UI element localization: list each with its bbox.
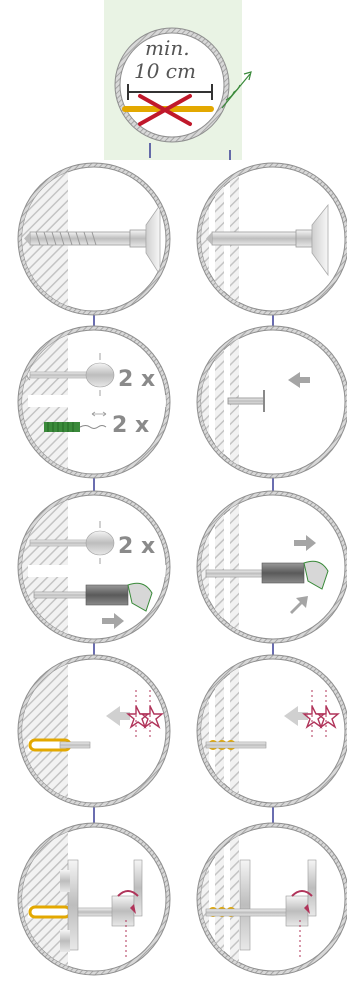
fix-solid-step xyxy=(18,819,170,979)
drill-hollow-step xyxy=(197,160,347,320)
inject-solid-step: 2 x xyxy=(18,487,170,647)
clean-hole-step: 2 x 2 x xyxy=(18,322,170,482)
brush-repeat-label: 2 x xyxy=(112,413,149,438)
insert-sleeve-step xyxy=(197,322,347,482)
inject-hollow-step xyxy=(197,487,347,647)
blow-repeat-label: 2 x xyxy=(118,367,155,392)
fix-hollow-step xyxy=(197,819,347,979)
drill-solid-step xyxy=(18,160,170,320)
distance-label: 10 cm xyxy=(134,59,196,83)
min-label: min. xyxy=(145,36,190,60)
insert-rod-hollow-step xyxy=(197,651,347,811)
insert-rod-solid-step xyxy=(18,651,170,811)
blow-repeat-label-2: 2 x xyxy=(118,534,155,559)
